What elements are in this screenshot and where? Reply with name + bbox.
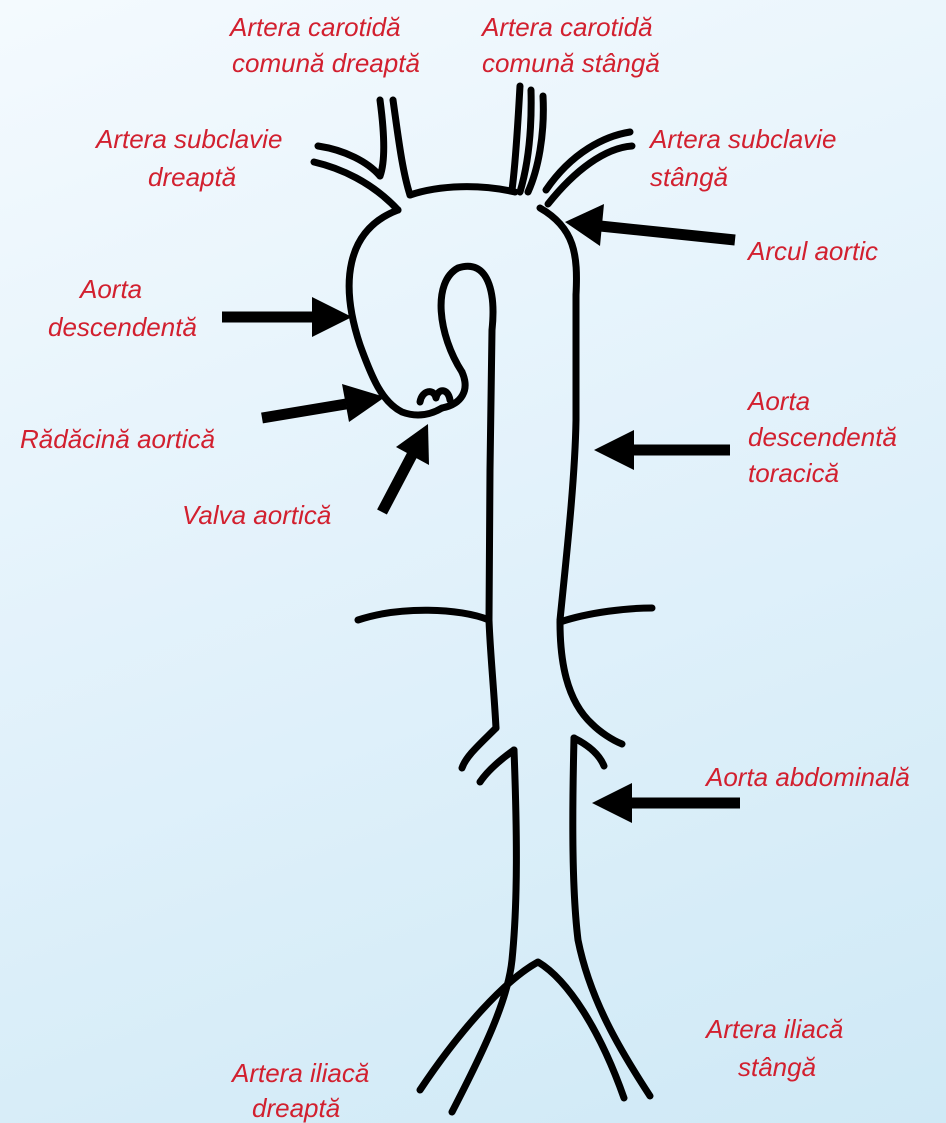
label-ascending-aorta-line2: descendentă <box>48 312 197 342</box>
label-left-carotid-line1: Artera carotidă <box>480 12 653 42</box>
right-renal-stub <box>462 728 496 768</box>
label-left-carotid-line2: comună stângă <box>482 48 660 78</box>
left-renal-stub <box>574 738 604 766</box>
right-diaphragm-branch <box>560 608 652 622</box>
abdominal-left-upper <box>489 620 496 728</box>
label-right-iliac-line2: dreaptă <box>252 1093 340 1123</box>
label-thoracic-aorta-line1: Aorta <box>746 386 810 416</box>
arrow-thoracic-aorta <box>594 430 730 470</box>
arrow-ascending-aorta <box>222 297 352 337</box>
arrow-aortic-valve <box>382 424 429 512</box>
abdominal-right-upper <box>560 622 622 744</box>
label-right-iliac-line1: Artera iliacă <box>230 1058 369 1088</box>
right-carotid-outer <box>380 100 384 176</box>
label-right-subclavian-line2: dreaptă <box>148 162 236 192</box>
arrow-aortic-arch <box>565 204 735 246</box>
label-aortic-valve: Valva aortică <box>182 500 331 530</box>
arch-top-segment <box>410 187 515 195</box>
abdominal-right-wall <box>573 738 650 1096</box>
label-thoracic-aorta-line3: toracică <box>748 458 839 488</box>
label-aortic-arch: Arcul aortic <box>746 236 878 266</box>
label-left-iliac-line1: Artera iliacă <box>704 1014 843 1044</box>
label-abdominal-aorta: Aorta abdominală <box>704 762 910 792</box>
label-ascending-aorta-line1: Aorta <box>78 274 142 304</box>
left-diaphragm-branch <box>358 610 489 620</box>
label-left-iliac-line2: stângă <box>738 1052 816 1082</box>
label-aortic-root: Rădăcină aortică <box>20 424 215 454</box>
aortic-valve-cusps <box>420 391 450 402</box>
aortic-arch-inner-curve <box>441 266 493 620</box>
label-right-subclavian-line1: Artera subclavie <box>94 124 282 154</box>
label-left-subclavian-line1: Artera subclavie <box>648 124 836 154</box>
label-thoracic-aorta-line2: descendentă <box>748 422 897 452</box>
label-left-subclavian-line2: stângă <box>650 162 728 192</box>
right-carotid-inner <box>393 100 410 195</box>
thoracic-aorta-right-wall <box>560 295 576 620</box>
abdominal-left-wall <box>452 750 516 1112</box>
aorta-outline <box>314 86 652 1112</box>
labels: Artera carotidă comună dreaptă Artera ca… <box>20 12 910 1123</box>
left-carotid-outer <box>512 86 520 190</box>
label-right-carotid-line2: comună dreaptă <box>232 48 420 78</box>
aortic-arch-outer-right <box>349 210 442 415</box>
right-renal-stub-2 <box>480 750 514 782</box>
label-right-carotid-line1: Artera carotidă <box>228 12 401 42</box>
arrow-aortic-root <box>262 384 385 422</box>
